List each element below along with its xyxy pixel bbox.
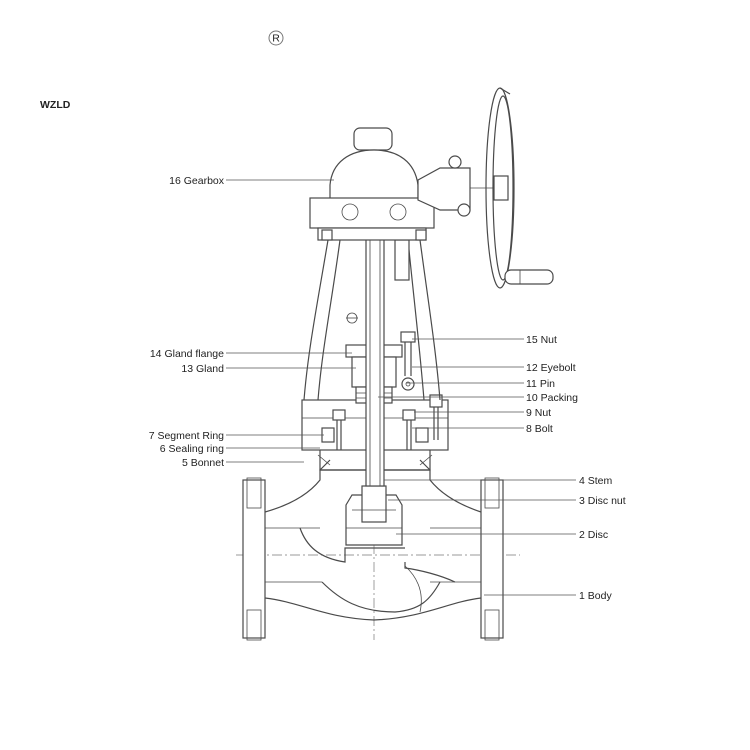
registered-mark-icon [268,30,284,46]
part-label-5: 5 Bonnet [182,457,224,469]
brand-logo: WZLD R [40,30,284,111]
registered-mark-letter: R [272,33,280,45]
part-label-15: 15 Nut [526,334,557,346]
part-label-12: 12 Eyebolt [526,362,576,374]
bonnet-bolts [332,394,443,450]
part-label-8: 8 Bolt [526,423,553,435]
part-label-3: 3 Disc nut [579,495,626,507]
part-label-7: 7 Segment Ring [149,430,224,442]
part-label-14: 14 Gland flange [150,348,224,360]
part-label-13: 13 Gland [181,363,224,375]
part-label-11: 11 Pin [526,378,555,390]
part-label-10: 10 Packing [526,392,578,404]
part-label-1: 1 Body [579,590,612,602]
eyebolt-assembly [400,331,416,391]
disc-assembly [345,485,403,546]
part-label-6: 6 Sealing ring [160,443,224,455]
valve-body [242,459,504,641]
gearbox [309,127,500,241]
part-label-4: 4 Stem [579,475,613,487]
handwheel [485,87,554,289]
part-label-9: 9 Nut [526,407,551,419]
leader-lines [226,179,576,596]
part-labels: 16 Gearbox 15 Nut 14 Gland flange 13 Gland 1… [149,175,626,602]
valve-drawing [236,87,554,641]
part-label-16: 16 Gearbox [169,175,225,187]
part-label-2: 2 Disc [579,529,608,541]
logo-text: WZLD [40,99,71,111]
